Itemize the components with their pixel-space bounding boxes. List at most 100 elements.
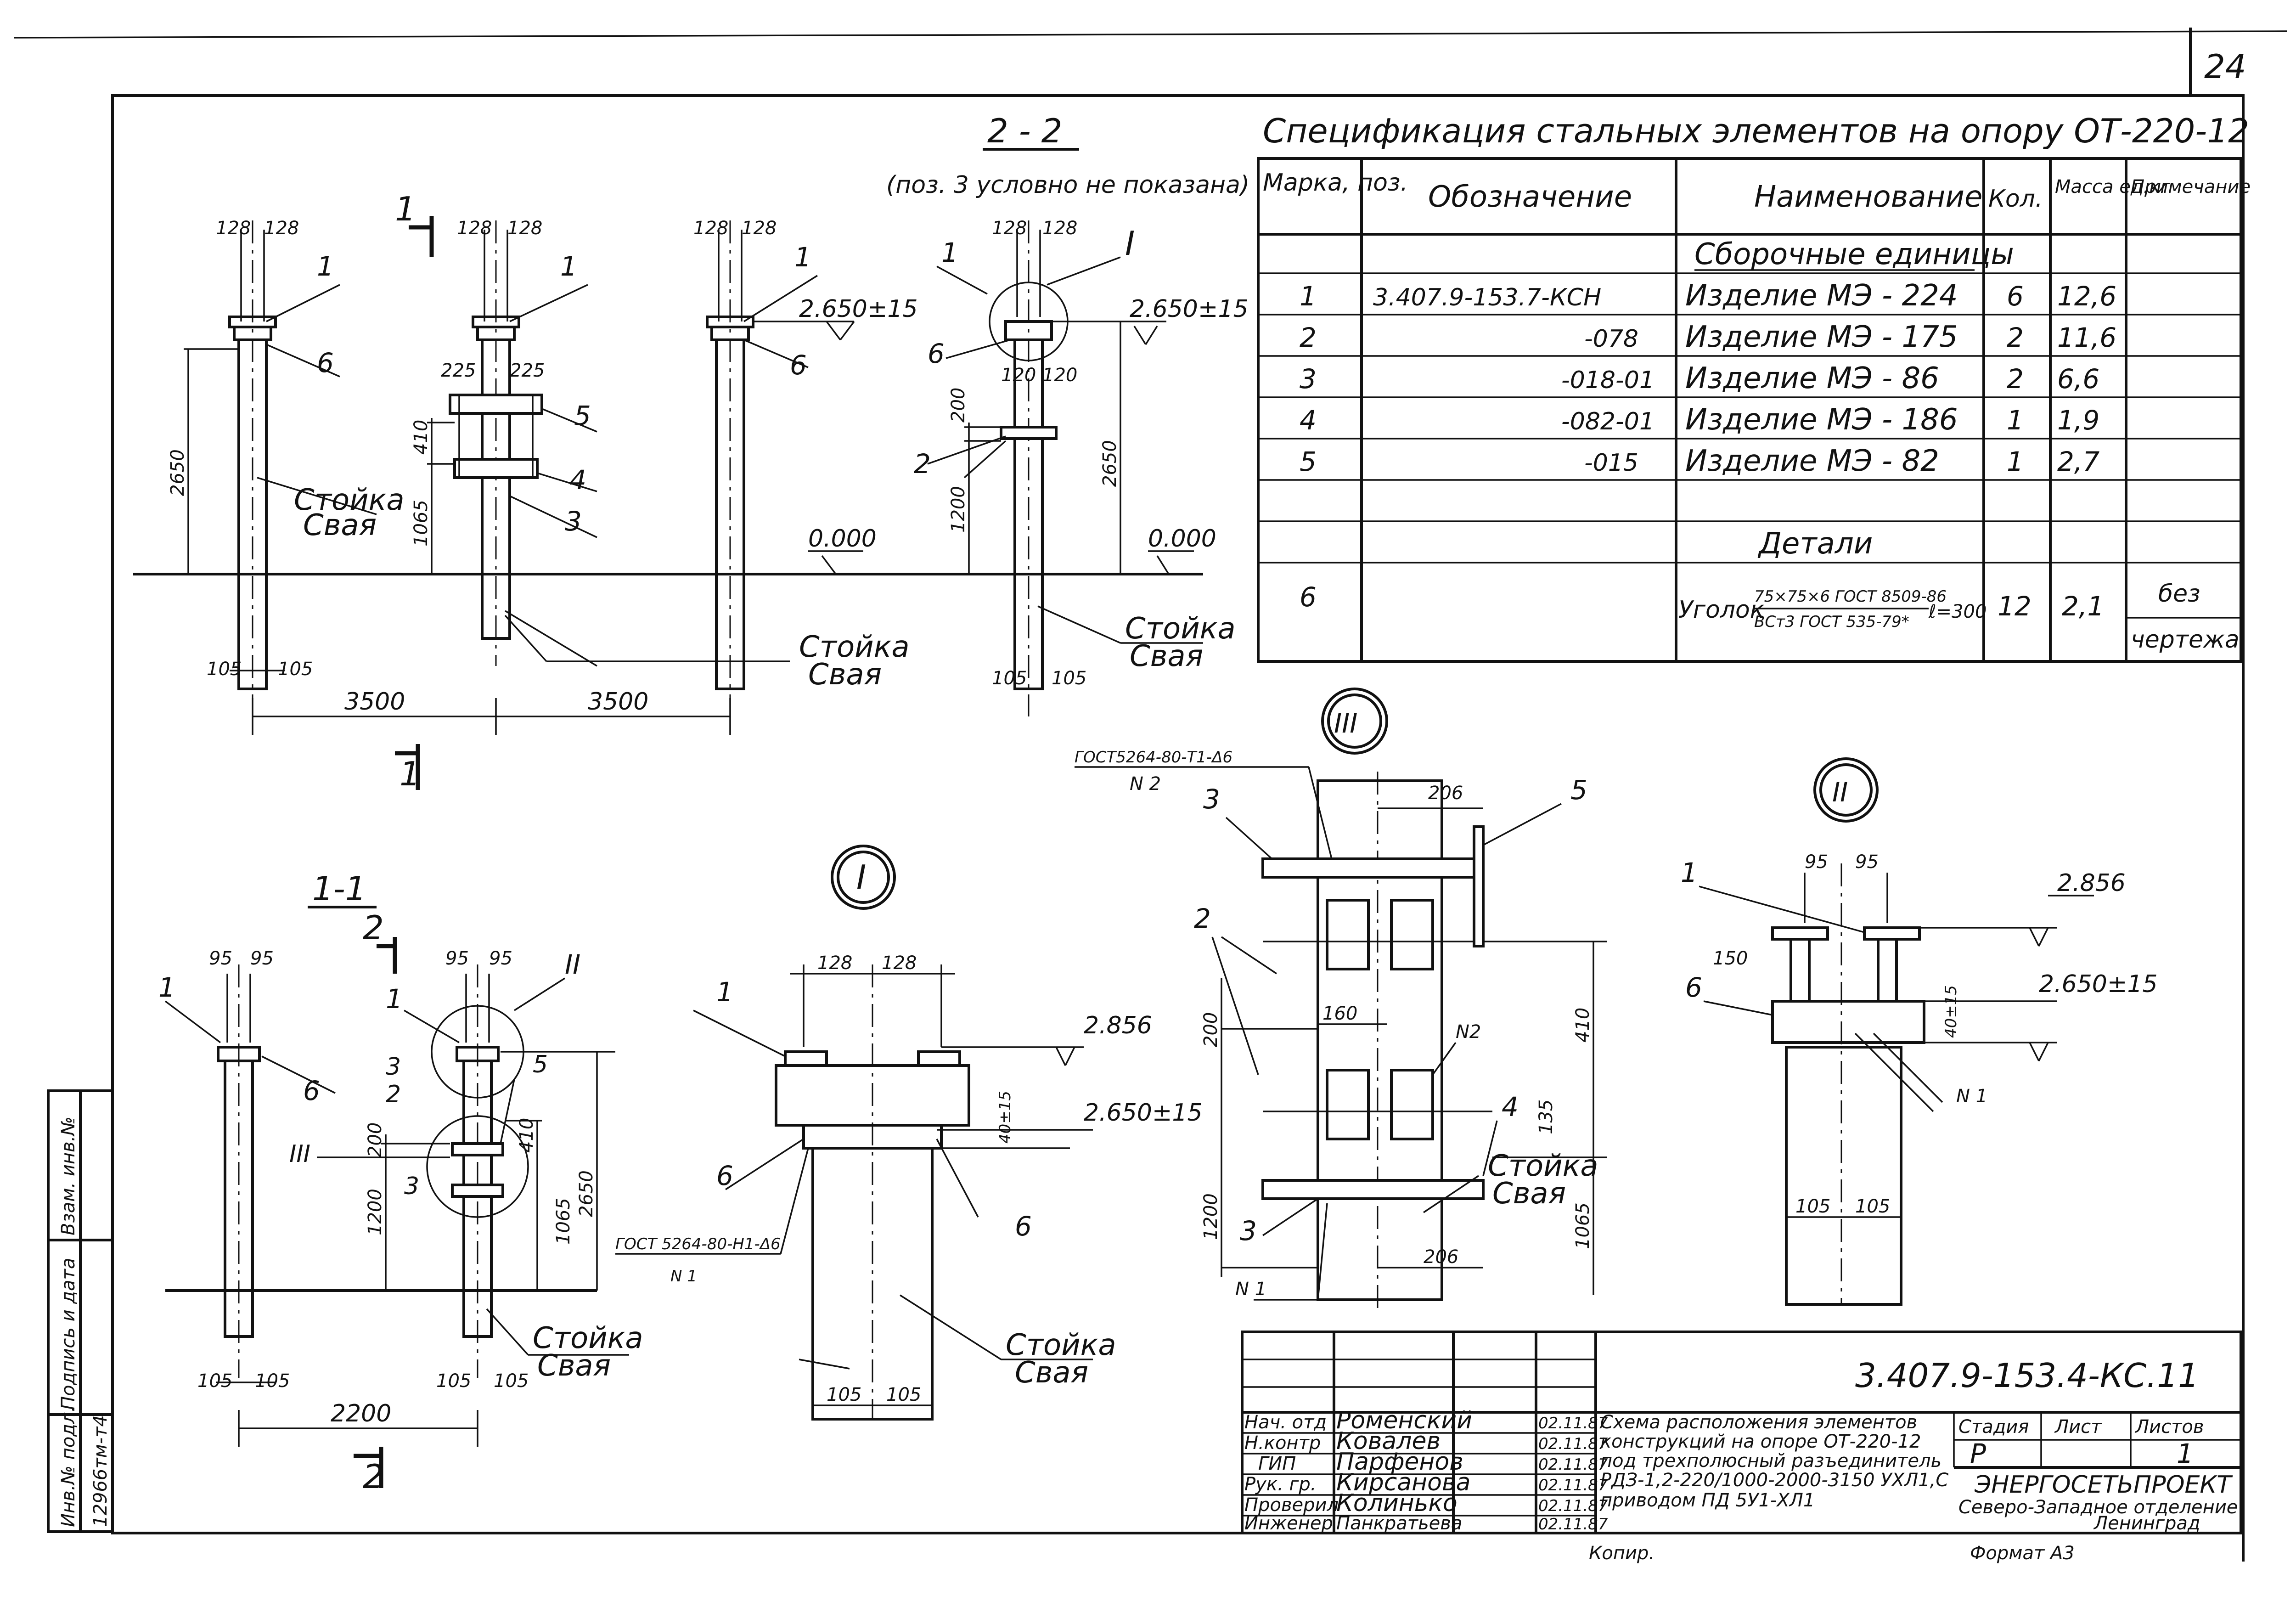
svg-text:105: 105: [992, 668, 1027, 689]
svg-text:2650: 2650: [1099, 440, 1120, 487]
marker: 1: [317, 251, 334, 282]
svg-text:Колинько: Колинько: [1336, 1489, 1458, 1517]
svg-text:Свая: Свая: [1130, 639, 1203, 673]
svg-text:0.000: 0.000: [1148, 525, 1216, 553]
svg-text:225: 225: [441, 360, 476, 381]
section-1-1-title: 1-1: [312, 869, 366, 908]
svg-text:ВСт3 ГОСТ 535-79*: ВСт3 ГОСТ 535-79*: [1754, 613, 1909, 631]
svg-text:1200: 1200: [1200, 1193, 1221, 1240]
svg-text:Свая: Свая: [808, 658, 882, 692]
spec-header-qty: Кол.: [1988, 185, 2043, 213]
svg-text:4: 4: [1502, 1091, 1519, 1122]
svg-text:105: 105: [1795, 1196, 1830, 1217]
svg-text:II: II: [565, 949, 580, 980]
svg-text:105: 105: [197, 1370, 232, 1392]
svg-text:Изделие МЭ - 86: Изделие МЭ - 86: [1685, 361, 1939, 395]
spec-header-note: Примечание: [2131, 176, 2251, 197]
svg-text:128: 128: [882, 953, 917, 974]
svg-text:1: 1: [2007, 405, 2024, 436]
spec-group-details: Детали: [1757, 527, 1873, 561]
svg-text:02.11.87: 02.11.87: [1538, 1497, 1608, 1515]
svg-text:I: I: [1125, 224, 1135, 263]
spec-header-designation: Обозначение: [1428, 180, 1632, 214]
svg-text:Кирсанова: Кирсанова: [1336, 1469, 1471, 1496]
svg-text:Стойка: Стойка: [1006, 1328, 1116, 1362]
svg-text:225: 225: [510, 360, 545, 381]
svg-text:6: 6: [1015, 1211, 1032, 1242]
svg-text:200: 200: [365, 1122, 386, 1157]
svg-text:2.650±15: 2.650±15: [1130, 295, 1249, 323]
svg-text:02.11.87: 02.11.87: [1538, 1476, 1608, 1494]
svg-text:150: 150: [1713, 948, 1748, 969]
svg-text:-078: -078: [1584, 325, 1638, 353]
svg-text:1: 1: [2177, 1438, 2194, 1469]
signature-row: Нач. отд Роменский 02.11.87: [1244, 1407, 1608, 1434]
svg-text:Н.контр: Н.контр: [1244, 1432, 1321, 1454]
svg-text:3500: 3500: [344, 688, 405, 716]
svg-text:128: 128: [216, 218, 251, 239]
svg-text:6: 6: [1685, 972, 1702, 1003]
svg-text:12: 12: [1998, 591, 2032, 622]
svg-text:III: III: [1334, 708, 1357, 739]
svg-text:120: 120: [1001, 365, 1036, 386]
spec-row: 4 -082-01 Изделие МЭ - 186 1 1,9: [1300, 403, 2099, 437]
svg-text:1065: 1065: [553, 1198, 574, 1245]
svg-text:02.11.87: 02.11.87: [1538, 1455, 1608, 1474]
svg-text:105: 105: [1855, 1196, 1890, 1217]
svg-text:6: 6: [1300, 581, 1317, 613]
svg-text:конструкций на опоре ОТ-220-12: конструкций на опоре ОТ-220-12: [1600, 1431, 1921, 1452]
svg-text:III: III: [289, 1140, 310, 1168]
svg-text:95: 95: [250, 948, 274, 969]
spec-row: 3 -018-01 Изделие МЭ - 86 2 6,6: [1300, 361, 2099, 395]
svg-text:3: 3: [1240, 1215, 1257, 1246]
svg-text:2650: 2650: [576, 1170, 597, 1217]
svg-text:Парфенов: Парфенов: [1336, 1448, 1463, 1476]
spec-header-mass: Масса ед.кг: [2055, 176, 2170, 197]
svg-text:1: 1: [386, 983, 403, 1015]
svg-text:135: 135: [1536, 1100, 1557, 1134]
svg-text:Лист: Лист: [2054, 1416, 2102, 1438]
svg-text:Формат А3: Формат А3: [1970, 1543, 2075, 1564]
section-2-2-title: 2 - 2: [987, 112, 1062, 150]
svg-text:1: 1: [1300, 281, 1317, 312]
svg-text:105: 105: [1052, 668, 1086, 689]
svg-text:2.650±15: 2.650±15: [1084, 1099, 1203, 1127]
svg-text:Свая: Свая: [1015, 1356, 1088, 1390]
svg-text:2: 2: [1194, 903, 1211, 934]
svg-text:1: 1: [395, 190, 416, 228]
svg-text:чертежа: чертежа: [2131, 626, 2240, 654]
svg-text:6: 6: [790, 350, 807, 381]
svg-text:6: 6: [716, 1160, 733, 1191]
svg-text:5: 5: [574, 400, 591, 431]
svg-text:Стадия: Стадия: [1958, 1416, 2029, 1438]
svg-text:2,7: 2,7: [2057, 446, 2099, 477]
svg-text:Роменский: Роменский: [1336, 1407, 1472, 1434]
svg-text:2: 2: [1300, 322, 1317, 353]
svg-text:5: 5: [533, 1051, 548, 1078]
svg-text:4: 4: [569, 464, 586, 496]
svg-text:128: 128: [507, 218, 542, 239]
svg-text:Ленинград: Ленинград: [2093, 1513, 2200, 1534]
svg-text:1: 1: [560, 251, 577, 282]
svg-text:3: 3: [565, 506, 582, 537]
svg-text:РДЗ-1,2-220/1000-2000-3150 УХЛ: РДЗ-1,2-220/1000-2000-3150 УХЛ1,С: [1600, 1470, 1948, 1491]
svg-text:N 1: N 1: [670, 1267, 697, 1286]
svg-text:128: 128: [742, 218, 777, 239]
spec-row: 1 3.407.9-153.7-КСН Изделие МЭ - 224 6 1…: [1300, 279, 2116, 313]
spec-title: Спецификация стальных элементов на опору…: [1263, 112, 2249, 150]
svg-text:6: 6: [317, 347, 334, 378]
svg-text:105: 105: [255, 1370, 290, 1392]
svg-text:Изделие МЭ - 186: Изделие МЭ - 186: [1685, 403, 1958, 437]
svg-text:1: 1: [716, 976, 733, 1008]
side-stamp-inv: Инв.№ подл.: [58, 1406, 79, 1527]
svg-text:1: 1: [158, 972, 175, 1003]
svg-text:02.11.87: 02.11.87: [1538, 1435, 1608, 1453]
svg-text:-015: -015: [1584, 449, 1638, 477]
svg-text:2.856: 2.856: [1084, 1012, 1152, 1039]
title-description: Схема расположения элементов конструкций…: [1600, 1412, 1948, 1511]
svg-text:6: 6: [928, 338, 945, 369]
spec-row: 2 -078 Изделие МЭ - 175 2 11,6: [1300, 320, 2116, 354]
svg-text:Стойка: Стойка: [294, 483, 405, 517]
side-stamp-podpis: Подпись и дата: [58, 1258, 79, 1410]
spec-table: Спецификация стальных элементов на опору…: [1257, 112, 2251, 663]
